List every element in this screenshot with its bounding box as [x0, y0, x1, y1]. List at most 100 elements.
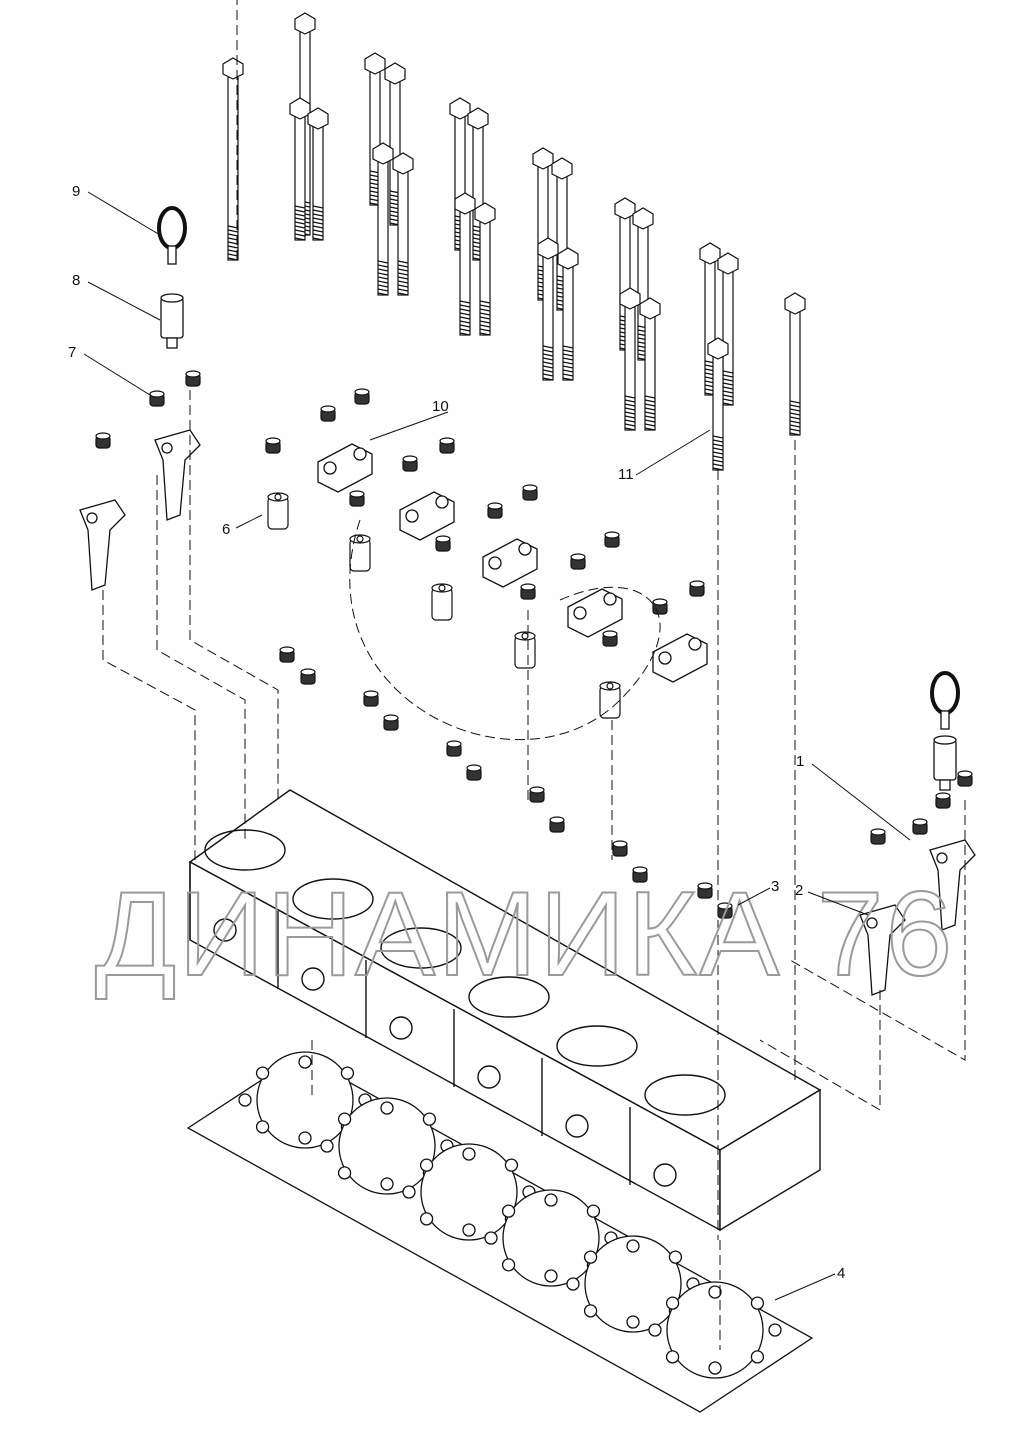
nut: [870, 828, 886, 845]
nut: [520, 583, 536, 600]
nut: [383, 714, 399, 731]
head-bolt: [372, 142, 394, 296]
head-bolt: [474, 202, 496, 336]
nut: [149, 390, 165, 407]
watermark: ДИНАМИКА 76: [95, 867, 954, 1001]
leader-line: [807, 891, 869, 916]
injector-clamp: [79, 499, 126, 591]
gasket-hole: [320, 1139, 334, 1153]
head-bolt: [557, 247, 579, 381]
spacer-sleeve: [431, 583, 453, 621]
cylinder-bore: [666, 1281, 764, 1379]
gasket-hole: [586, 1204, 601, 1218]
rocker-bracket: [652, 633, 708, 683]
lifting-eye: [930, 671, 960, 730]
nut: [279, 646, 295, 663]
nut: [522, 484, 538, 501]
assembly-line: [759, 990, 881, 1111]
nut: [689, 580, 705, 597]
nut: [697, 882, 713, 899]
head-bolt: [454, 192, 476, 336]
head-gasket: [186, 1051, 814, 1413]
gasket-hole: [337, 1166, 352, 1180]
nut: [529, 786, 545, 803]
gasket-hole: [504, 1158, 519, 1172]
nut: [604, 531, 620, 548]
rocker-bracket: [567, 588, 623, 638]
combustion-chamber: [292, 878, 374, 920]
assembly-line: [156, 475, 246, 840]
callout-1: 1: [796, 753, 804, 770]
rocker-bracket: [399, 491, 455, 541]
gasket-hole: [626, 1239, 640, 1253]
nut: [602, 630, 618, 647]
port-hole: [477, 1065, 501, 1089]
port-hole: [389, 1016, 413, 1040]
gasket-hole: [340, 1066, 355, 1080]
head-bolt: [289, 97, 311, 241]
cylinder-bore: [420, 1143, 518, 1241]
gasket-hole: [750, 1350, 765, 1364]
cylinder-head: [188, 789, 822, 1232]
head-bolt: [307, 107, 329, 241]
nut: [570, 553, 586, 570]
injector-clamp: [859, 904, 906, 996]
port-hole: [653, 1163, 677, 1187]
nut: [717, 902, 733, 919]
head-bolt: [707, 337, 729, 471]
gasket-hole: [501, 1258, 516, 1272]
gasket-hole: [298, 1131, 312, 1145]
cylinder-bore: [584, 1235, 682, 1333]
nut: [265, 437, 281, 454]
head-bolt: [784, 292, 806, 436]
cylinder-bore: [338, 1097, 436, 1195]
head-bolt: [222, 57, 244, 261]
leader-line: [87, 281, 161, 321]
nut: [935, 792, 951, 809]
leader-line: [87, 191, 161, 236]
eye-spacer: [933, 735, 957, 791]
assembly-line: [349, 519, 661, 740]
cylinder-bore: [256, 1051, 354, 1149]
callout-8: 8: [72, 272, 80, 289]
gasket-hole: [238, 1093, 252, 1107]
nut: [185, 370, 201, 387]
nut: [446, 740, 462, 757]
callout-9: 9: [72, 183, 80, 200]
nut: [439, 437, 455, 454]
gasket-hole: [501, 1204, 516, 1218]
callout-6: 6: [222, 521, 230, 538]
head-bolt: [392, 152, 414, 296]
gasket-hole: [544, 1269, 558, 1283]
leader-line: [369, 411, 449, 441]
head-bolt: [467, 107, 489, 261]
assembly-line: [789, 800, 966, 1061]
combustion-chamber: [468, 976, 550, 1018]
gasket-hole: [419, 1212, 434, 1226]
assembly-line: [102, 590, 196, 860]
gasket-hole: [768, 1323, 782, 1337]
gasket-hole: [583, 1250, 598, 1264]
rocker-bracket: [482, 538, 538, 588]
spacer-sleeve: [514, 631, 536, 669]
spacer-sleeve: [599, 681, 621, 719]
gasket-hole: [255, 1066, 270, 1080]
leader-line: [737, 887, 771, 906]
gasket-hole: [462, 1223, 476, 1237]
nut: [354, 388, 370, 405]
gasket-hole: [255, 1120, 270, 1134]
gasket-hole: [422, 1112, 437, 1126]
nut: [912, 818, 928, 835]
callout-2: 2: [795, 882, 803, 899]
nut: [652, 598, 668, 615]
combustion-chamber: [644, 1074, 726, 1116]
callout-10: 10: [432, 398, 449, 415]
gasket-hole: [708, 1285, 722, 1299]
gasket-hole: [402, 1185, 416, 1199]
gasket-hole: [665, 1296, 680, 1310]
rocker-arm: [929, 839, 976, 931]
gasket-hole: [626, 1315, 640, 1329]
head-bolts: [222, 12, 806, 471]
